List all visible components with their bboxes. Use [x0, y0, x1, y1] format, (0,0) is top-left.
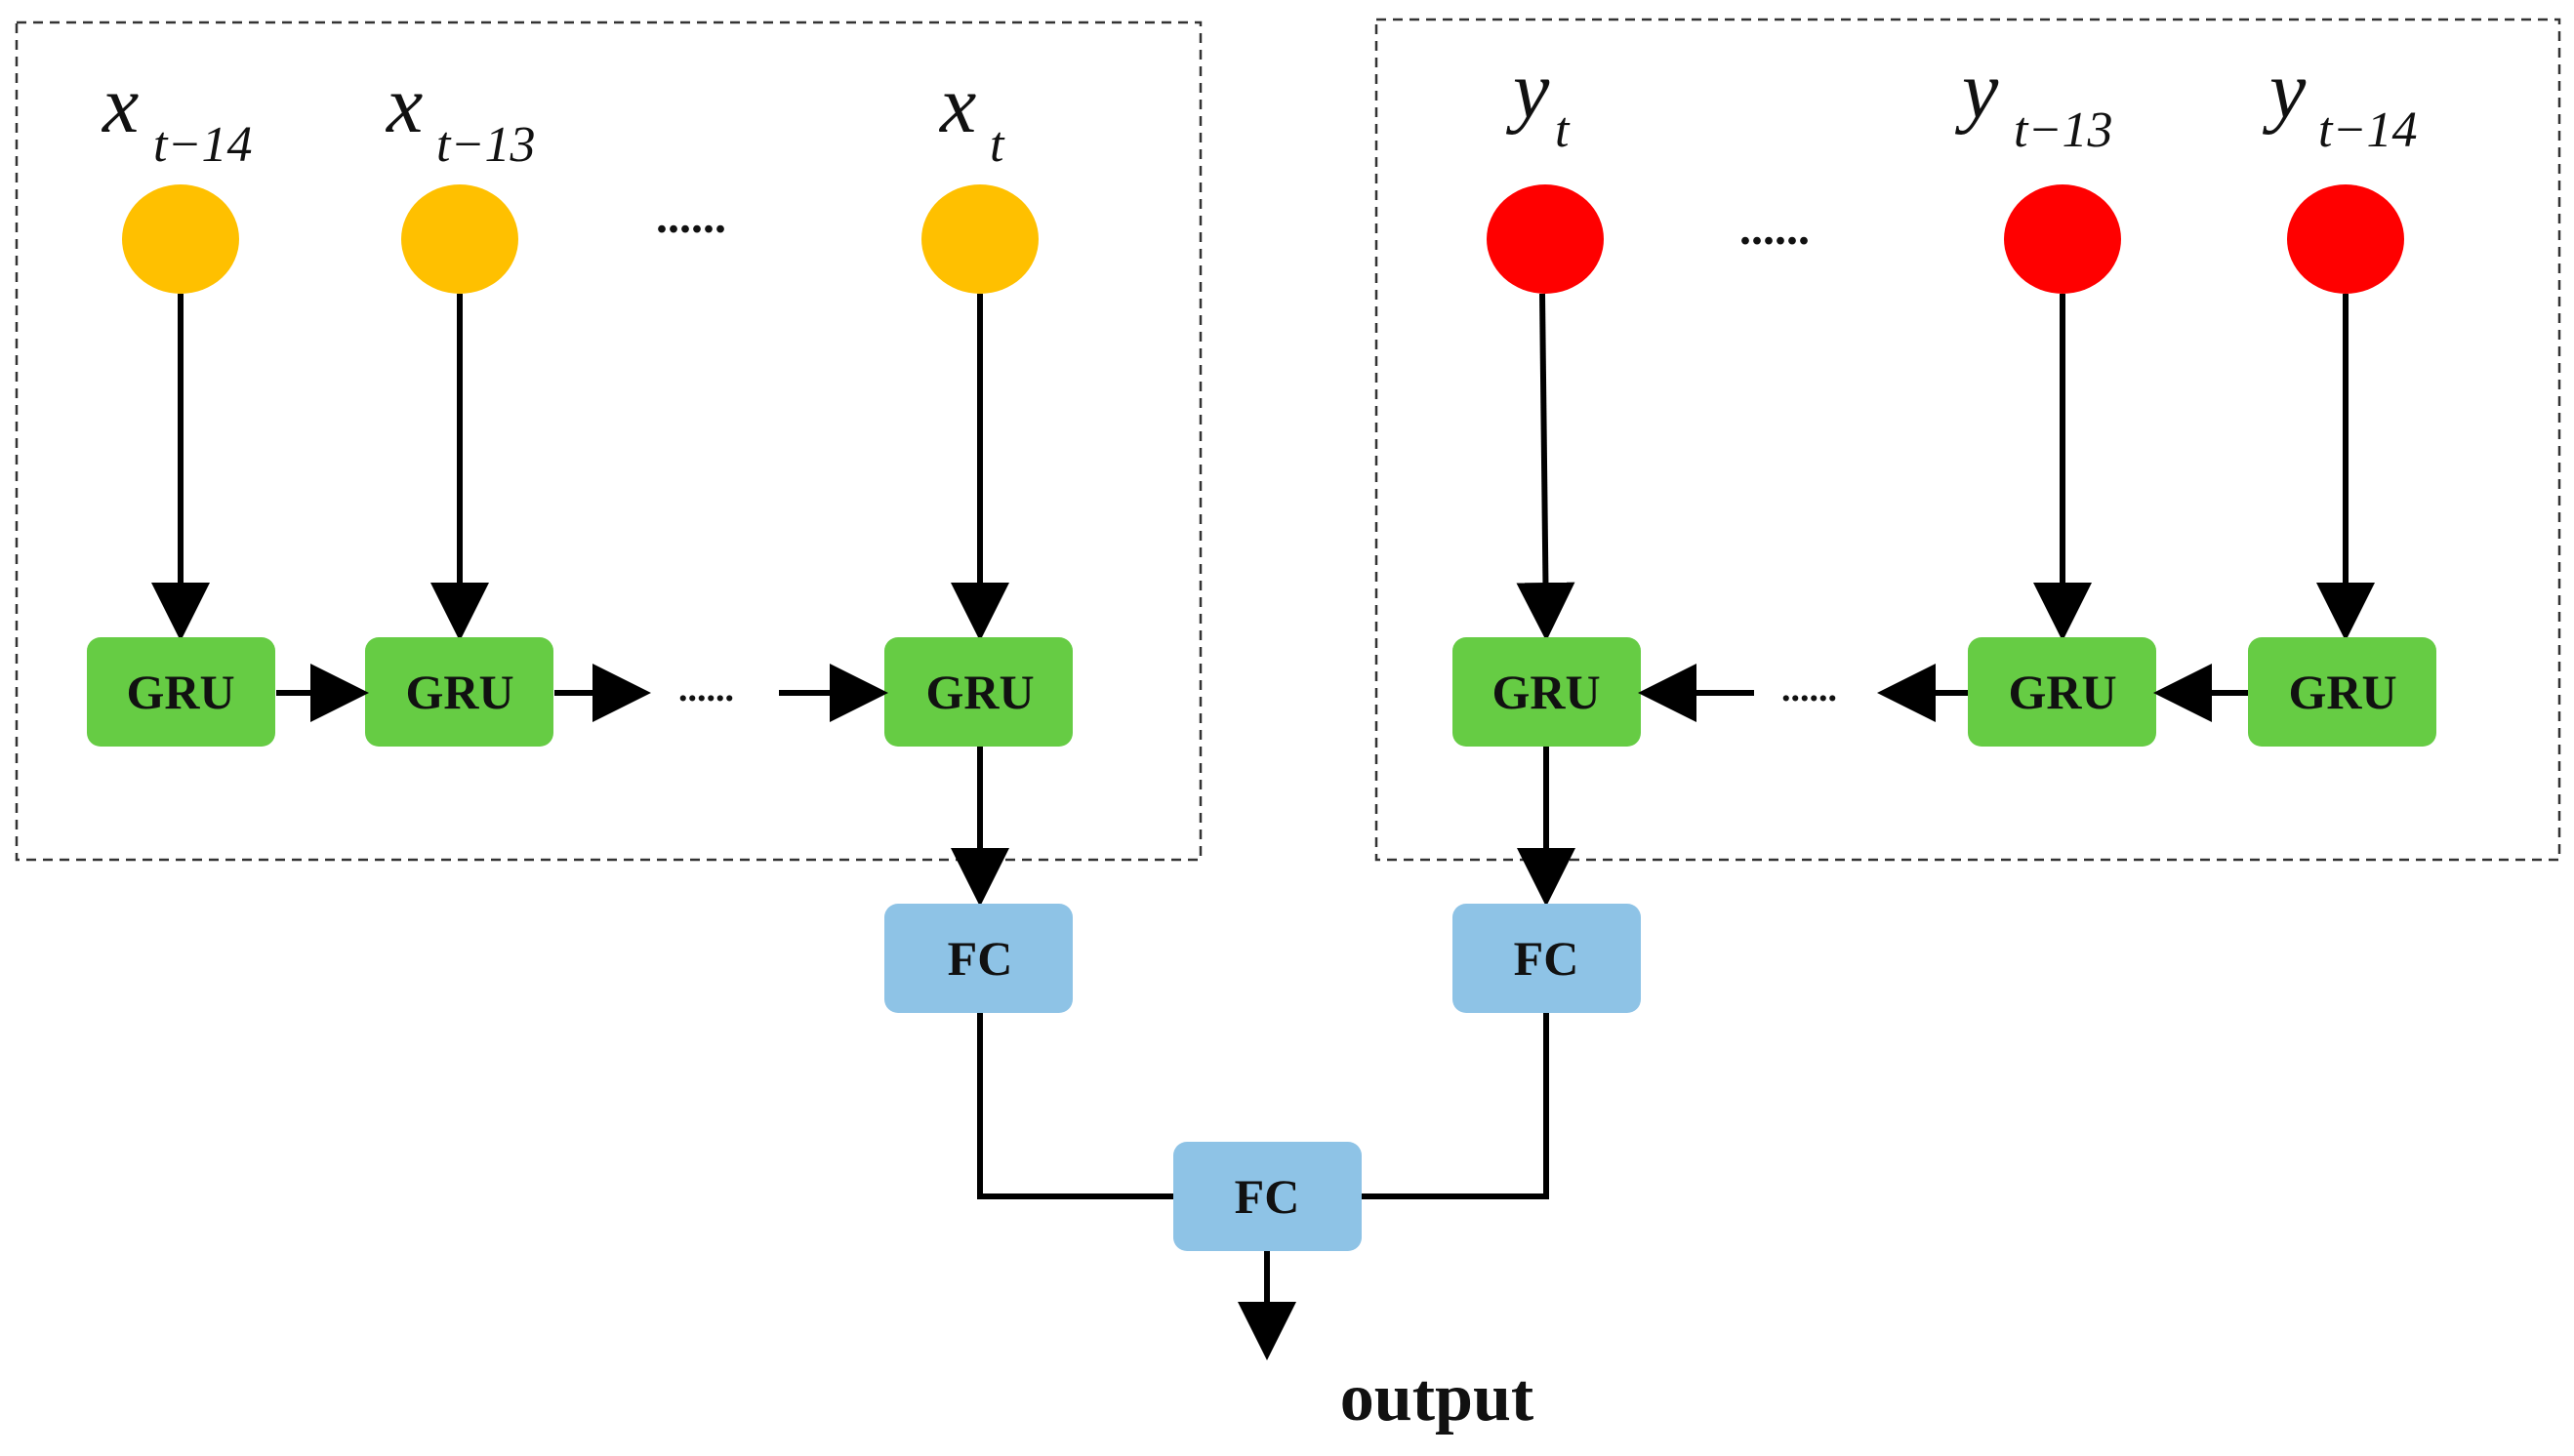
svg-text:y: y [1505, 45, 1550, 136]
svg-text:GRU: GRU [2008, 665, 2116, 719]
svg-text:t−13: t−13 [2014, 102, 2113, 158]
svg-text:t: t [1555, 102, 1571, 158]
svg-text:FC: FC [1514, 931, 1579, 986]
input-label-y-t-13: y t−13 [1954, 45, 2113, 158]
input-node-y-t [1487, 184, 1604, 294]
svg-text:t−14: t−14 [2318, 102, 2418, 158]
svg-text:GRU: GRU [925, 665, 1034, 719]
input-node-x-t-13 [401, 184, 518, 294]
left-branch-frame [15, 20, 1203, 862]
fc-box-left: FC [884, 904, 1073, 1013]
input-node-y-t-14 [2287, 184, 2404, 294]
input-label-x-t-13: x t−13 [385, 60, 536, 173]
fc-box-merge: FC [1173, 1142, 1362, 1251]
connector-fc-left-to-merge [977, 1013, 1173, 1199]
svg-text:t−14: t−14 [153, 117, 253, 173]
gru-ellipsis-left: ...... [678, 668, 734, 709]
gru-box-right-1: GRU [1452, 637, 1641, 747]
svg-text:FC: FC [1235, 1169, 1300, 1224]
svg-text:y: y [1954, 45, 1999, 136]
gru-box-right-3: GRU [2248, 637, 2436, 747]
input-node-x-t [921, 184, 1039, 294]
svg-text:t−13: t−13 [436, 117, 536, 173]
input-label-x-t: x t [938, 60, 1005, 173]
svg-text:GRU: GRU [1491, 665, 1600, 719]
output-label: output [1340, 1360, 1533, 1436]
svg-text:GRU: GRU [2288, 665, 2396, 719]
input-node-y-t-13 [2004, 184, 2121, 294]
svg-text:x: x [101, 60, 139, 150]
svg-text:y: y [2262, 45, 2307, 136]
arrow-input-to-gru-1-right [1516, 293, 1575, 641]
svg-text:FC: FC [948, 931, 1013, 986]
input-label-y-t: y t [1505, 45, 1571, 158]
svg-text:GRU: GRU [405, 665, 513, 719]
right-branch-frame [1374, 18, 2561, 862]
input-label-x-t-14: x t−14 [101, 60, 253, 173]
input-ellipsis-left: ...... [656, 191, 726, 243]
fc-box-right: FC [1452, 904, 1641, 1013]
svg-text:x: x [385, 60, 423, 150]
svg-text:x: x [938, 60, 976, 150]
input-ellipsis-right: ...... [1739, 203, 1810, 255]
gru-box-left-3: GRU [884, 637, 1073, 747]
input-label-y-t-14: y t−14 [2262, 45, 2418, 158]
gru-box-right-2: GRU [1968, 637, 2156, 747]
gru-ellipsis-right: ...... [1781, 668, 1837, 709]
svg-text:t: t [990, 117, 1005, 173]
input-node-x-t-14 [122, 184, 239, 294]
svg-text:GRU: GRU [126, 665, 234, 719]
connector-fc-right-to-merge [1362, 1013, 1549, 1199]
gru-box-left-2: GRU [365, 637, 553, 747]
gru-box-left-1: GRU [87, 637, 275, 747]
